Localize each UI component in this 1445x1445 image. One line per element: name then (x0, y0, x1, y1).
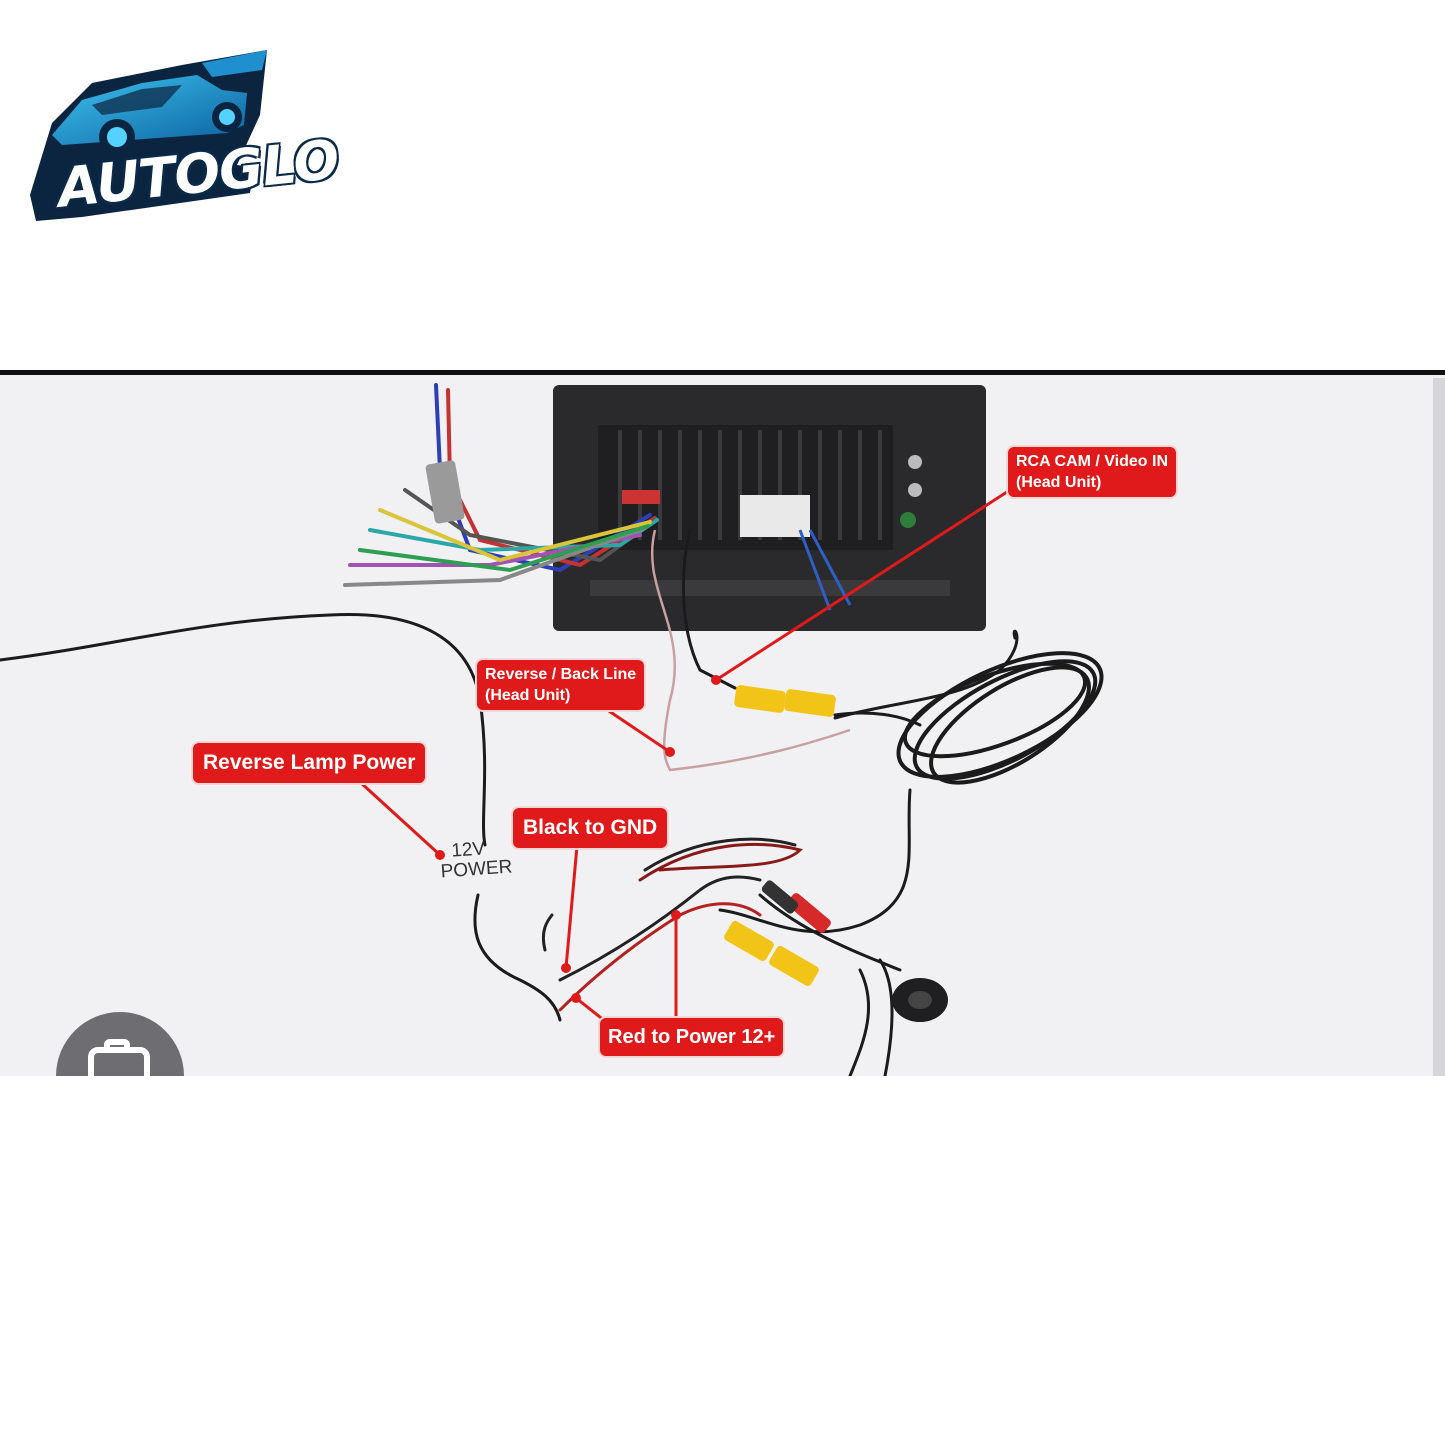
leader-rca (715, 488, 1011, 682)
callout-rca-cam: RCA CAM / Video IN (Head Unit) (1008, 447, 1177, 497)
leader-reverse (599, 703, 671, 754)
autoglo-logo: AUTOGLO AUSTRALIA (22, 45, 341, 228)
callout-reverse-back-line: Reverse / Back Line (Head Unit) (477, 660, 645, 710)
callout-black-to-gnd: Black to GND (513, 808, 668, 848)
callout-reverse-line2: (Head Unit) (485, 687, 571, 704)
wiring-photo: RCA CAM / Video IN (Head Unit) Reverse /… (0, 370, 1445, 1076)
callout-reverse-lamp-power: Reverse Lamp Power (193, 743, 426, 783)
logo-car-icon (30, 50, 267, 221)
leader-lamp (358, 780, 442, 857)
callout-rca-line1: RCA CAM / Video IN (1016, 453, 1169, 470)
rca-connectors-bottom (724, 880, 831, 987)
power-12v-label: 12V POWER (439, 838, 513, 882)
wiring-illustration (0, 370, 1445, 1076)
camera-icon-top (104, 1039, 130, 1051)
bottom-blank-area (0, 1076, 1445, 1445)
head-unit (553, 385, 986, 631)
callout-red-to-power: Red to Power 12+ (600, 1018, 784, 1056)
callout-reverse-line1: Reverse / Back Line (485, 666, 637, 683)
rca-connectors-top (734, 685, 836, 717)
callout-rca-line2: (Head Unit) (1016, 474, 1102, 491)
leader-gnd (564, 845, 579, 969)
